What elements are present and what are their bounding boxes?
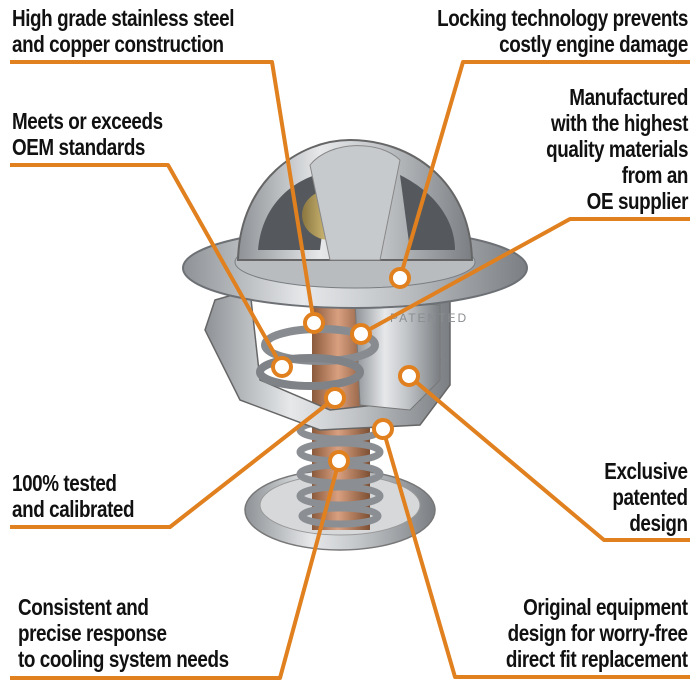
callout-tested: 100% tested and calibrated [12, 470, 135, 522]
callout-locking: Locking technology prevents costly engin… [437, 5, 688, 57]
leader-locking [398, 60, 690, 279]
leader-consistent [10, 460, 341, 680]
callout-line: Manufactured [569, 84, 688, 110]
callout-line: 100% tested [12, 470, 117, 496]
callout-oem: Meets or exceeds OEM standards [12, 108, 163, 160]
callout-line: Locking technology prevents [437, 5, 688, 31]
callout-line: costly engine damage [499, 31, 688, 57]
callout-original: Original equipment design for worry-free… [506, 594, 688, 672]
callout-line: design [629, 510, 689, 536]
callout-line: OE supplier [586, 188, 689, 214]
leader-tested [10, 396, 337, 529]
callout-line: quality materials [546, 136, 688, 162]
callout-line: design for worry-free [507, 620, 688, 646]
callout-line: with the highest [551, 110, 688, 136]
dot-patented [398, 365, 420, 387]
leader-original [381, 428, 690, 679]
callout-line: precise response [18, 620, 167, 646]
leader-patented [407, 374, 690, 542]
dot-tested [324, 387, 346, 409]
callout-line: Meets or exceeds [12, 108, 163, 134]
callout-manufactured: Manufactured with the highest quality ma… [546, 84, 688, 214]
callout-line: and calibrated [12, 496, 135, 522]
leader-oem [10, 163, 284, 368]
callout-line: OEM standards [12, 134, 146, 160]
callout-line: Consistent and [18, 594, 149, 620]
callout-dots [271, 267, 420, 472]
callout-line: to cooling system needs [18, 646, 229, 672]
callout-line: from an [621, 162, 689, 188]
callout-line: and copper construction [12, 31, 224, 57]
dot-oem [271, 356, 293, 378]
leader-stainless [10, 60, 316, 324]
callout-line: High grade stainless steel [12, 5, 235, 31]
product-stamp: PATENTED [390, 311, 468, 325]
dot-stainless [303, 312, 325, 334]
callout-consistent: Consistent and precise response to cooli… [18, 594, 229, 672]
leader-manufactured [360, 217, 690, 336]
callout-line: patented [612, 484, 689, 510]
dot-manufactured [350, 323, 372, 345]
dot-consistent [328, 450, 350, 472]
callout-patented: Exclusive patented design [604, 458, 689, 536]
callout-line: direct fit replacement [506, 646, 688, 672]
leader-lines [10, 60, 690, 680]
callout-line: Exclusive [604, 458, 689, 484]
callout-line: Original equipment [523, 594, 689, 620]
callout-stainless: High grade stainless steel and copper co… [12, 5, 234, 57]
dot-original [372, 418, 394, 440]
dot-locking [389, 267, 411, 289]
